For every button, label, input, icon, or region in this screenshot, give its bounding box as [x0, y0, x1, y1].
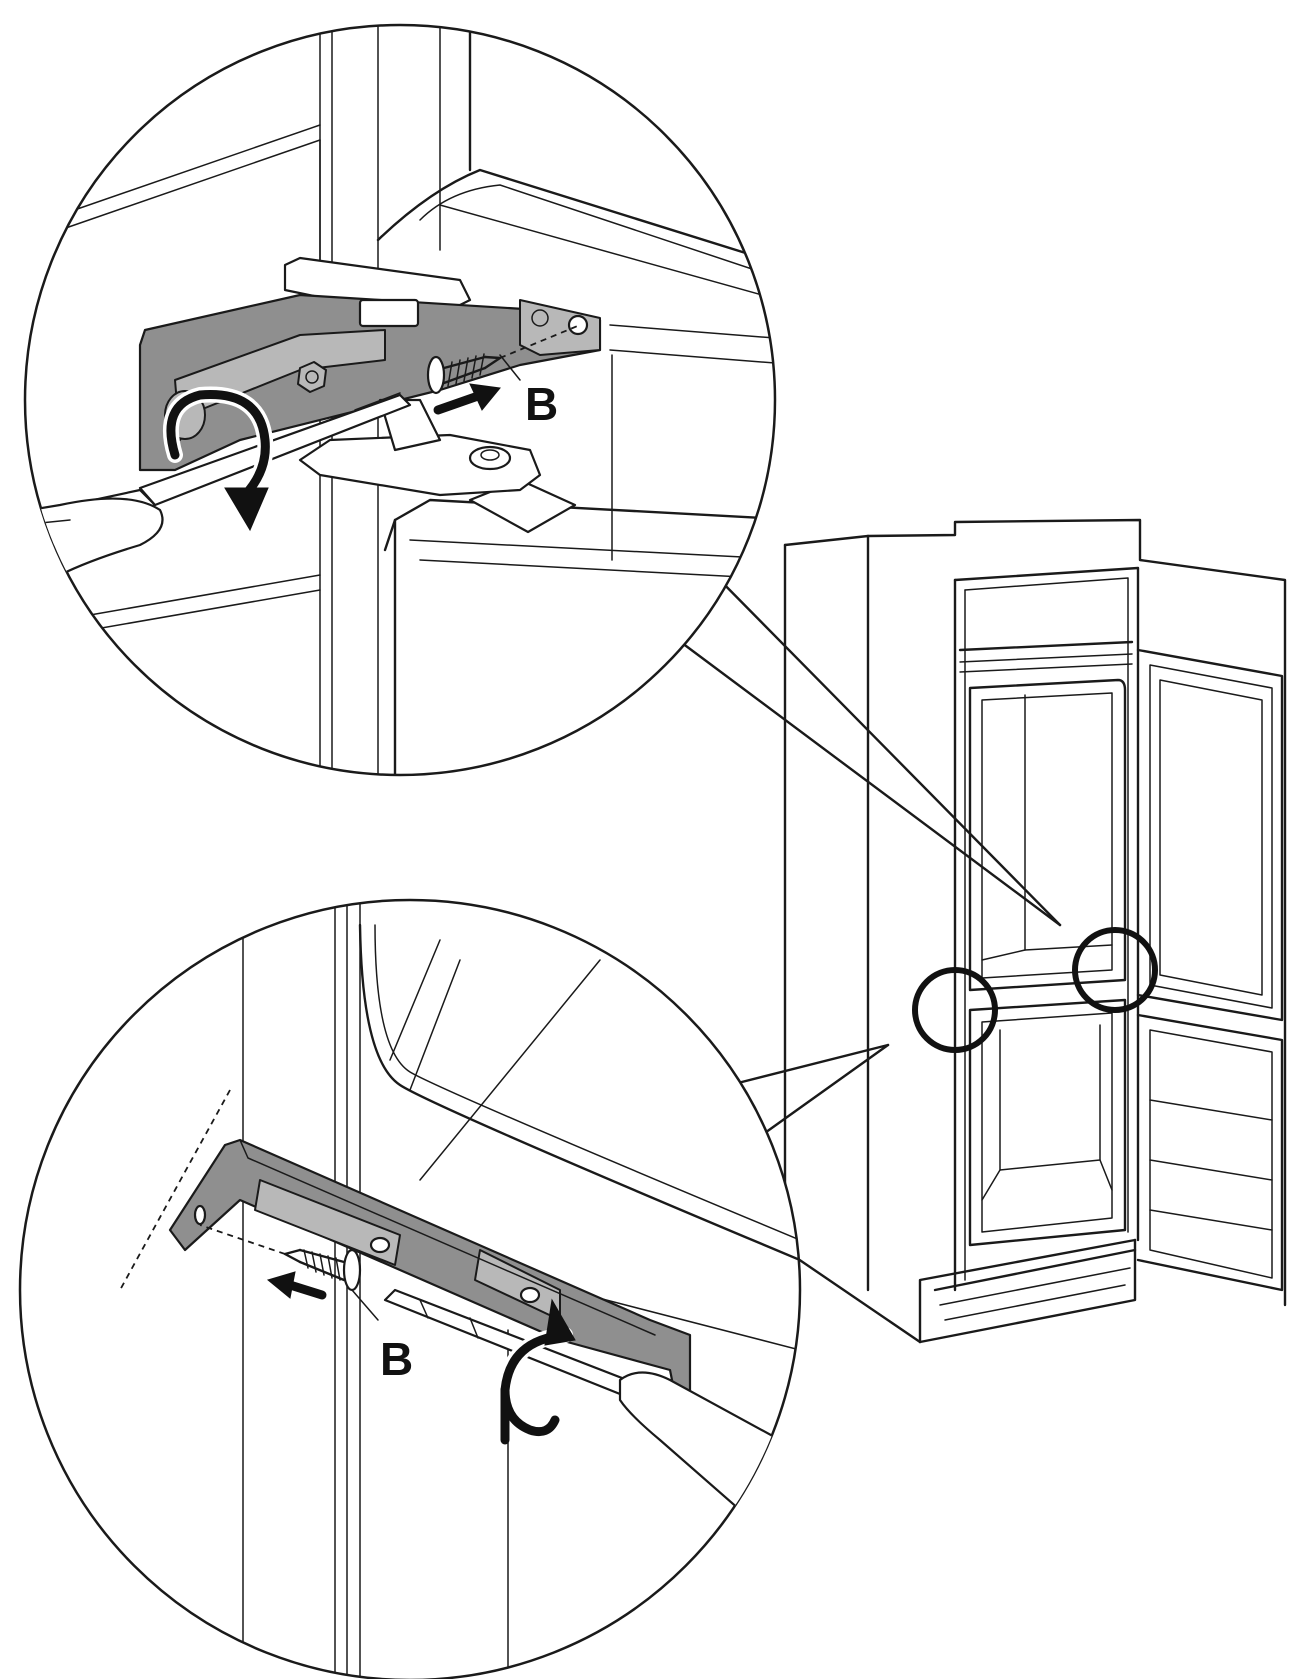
cabinet-overview — [783, 518, 1287, 1344]
top-detail-view: B — [23, 23, 777, 777]
callout-circle-left — [912, 967, 998, 1053]
screw-b-top — [426, 353, 502, 395]
callout-pointers — [672, 568, 1062, 1142]
bottom-detail-view: B — [18, 898, 802, 1679]
screw-b-bottom — [283, 1248, 362, 1292]
arrow-right-icon — [433, 383, 501, 415]
screw-label-top: B — [525, 378, 558, 430]
clockwise-arrow-icon — [162, 386, 274, 532]
arrow-left-icon — [266, 1271, 327, 1300]
counterclockwise-arrow-icon — [496, 1298, 576, 1445]
callout-circle-right — [1072, 927, 1158, 1013]
screw-label-bottom: B — [380, 1333, 413, 1385]
